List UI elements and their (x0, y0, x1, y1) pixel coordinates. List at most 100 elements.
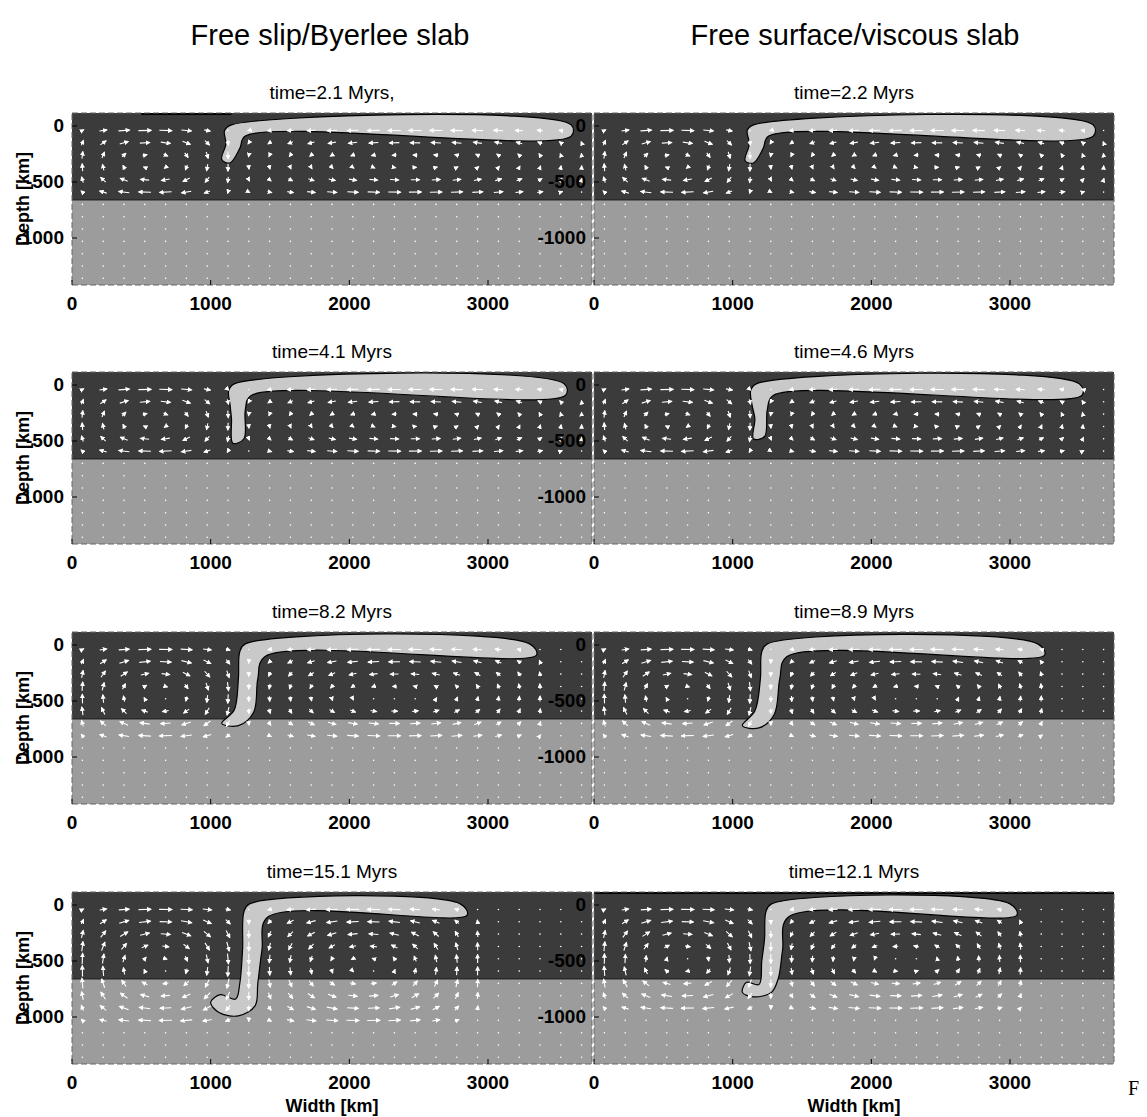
velocity-arrow (248, 154, 250, 157)
velocity-arrow (205, 400, 210, 404)
velocity-arrow (162, 673, 170, 675)
velocity-arrow (726, 191, 732, 193)
velocity-dot (581, 204, 583, 206)
velocity-dot (123, 253, 125, 255)
velocity-arrow (581, 412, 582, 415)
velocity-arrow (389, 401, 399, 402)
velocity-arrow (182, 191, 192, 193)
velocity-dot (560, 463, 562, 465)
velocity-dot (1040, 524, 1042, 526)
velocity-dot (645, 524, 647, 526)
velocity-arrow (430, 649, 442, 650)
velocity-dot (498, 228, 500, 230)
velocity-dot (227, 278, 229, 280)
velocity-dot (248, 463, 250, 465)
velocity-dot (82, 228, 84, 230)
velocity-arrow (205, 708, 209, 714)
velocity-arrow (538, 142, 542, 144)
velocity-arrow (268, 451, 272, 452)
velocity-dot (477, 747, 479, 749)
velocity-arrow (1060, 401, 1063, 403)
velocity-dot (123, 241, 125, 243)
velocity-arrow (409, 389, 422, 390)
velocity-arrow (973, 191, 985, 193)
velocity-arrow (1019, 709, 1021, 714)
velocity-arrow (161, 722, 171, 724)
velocity-dot (791, 487, 793, 489)
velocity-dot (749, 500, 751, 502)
velocity-dot (82, 265, 84, 267)
velocity-dot (624, 512, 626, 514)
velocity-dot (373, 698, 375, 700)
velocity-dot (895, 760, 897, 762)
velocity-dot (206, 216, 208, 218)
velocity-dot (352, 253, 354, 255)
velocity-arrow (81, 734, 83, 737)
velocity-arrow (641, 191, 652, 192)
velocity-dot (102, 797, 104, 799)
velocity-arrow (226, 649, 230, 650)
velocity-dot (999, 265, 1001, 267)
velocity-arrow (829, 735, 837, 736)
velocity-arrow (995, 142, 1003, 143)
velocity-arrow (82, 694, 83, 703)
velocity-dot (666, 500, 668, 502)
velocity-dot (749, 487, 751, 489)
velocity-dot (227, 204, 229, 206)
velocity-arrow (204, 389, 211, 390)
velocity-dot (144, 537, 146, 539)
velocity-dot (728, 487, 730, 489)
velocity-dot (832, 784, 834, 786)
velocity-dot (165, 487, 167, 489)
velocity-dot (331, 512, 333, 514)
velocity-arrow (999, 425, 1001, 427)
velocity-arrow (248, 192, 250, 193)
velocity-dot (832, 228, 834, 230)
velocity-dot (331, 253, 333, 255)
velocity-arrow (666, 167, 668, 168)
velocity-dot (770, 500, 772, 502)
velocity-arrow (1061, 438, 1064, 441)
velocity-arrow (789, 130, 793, 132)
velocity-arrow (82, 164, 84, 171)
velocity-arrow (430, 450, 442, 451)
velocity-arrow (832, 697, 834, 701)
velocity-dot (518, 512, 520, 514)
velocity-dot (539, 537, 541, 539)
velocity-arrow (644, 412, 648, 416)
velocity-arrow (682, 450, 694, 452)
velocity-arrow (452, 142, 461, 144)
velocity-arrow (853, 697, 854, 700)
velocity-arrow (852, 413, 855, 415)
velocity-dot (978, 241, 980, 243)
velocity-arrow (869, 450, 880, 452)
velocity-arrow (369, 722, 379, 724)
velocity-dot (331, 228, 333, 230)
velocity-arrow (164, 686, 168, 687)
velocity-arrow (603, 152, 605, 159)
velocity-dot (1103, 512, 1105, 514)
velocity-arrow (770, 192, 772, 193)
velocity-arrow (248, 672, 249, 676)
velocity-arrow (1017, 401, 1024, 403)
velocity-arrow (185, 684, 188, 688)
velocity-dot (895, 216, 897, 218)
velocity-arrow (473, 401, 481, 402)
velocity-dot (832, 204, 834, 206)
velocity-dot (999, 487, 1001, 489)
velocity-dot (144, 241, 146, 243)
velocity-arrow (621, 389, 628, 390)
velocity-arrow (770, 660, 772, 663)
velocity-dot (1103, 413, 1105, 415)
velocity-arrow (604, 177, 606, 183)
velocity-arrow (935, 686, 938, 687)
velocity-dot (165, 475, 167, 477)
velocity-dot (749, 241, 751, 243)
velocity-arrow (1020, 425, 1022, 428)
velocity-dot (456, 512, 458, 514)
velocity-arrow (849, 191, 859, 193)
velocity-dot (144, 760, 146, 762)
velocity-dot (310, 512, 312, 514)
velocity-dot (957, 524, 959, 526)
velocity-dot (812, 204, 814, 206)
